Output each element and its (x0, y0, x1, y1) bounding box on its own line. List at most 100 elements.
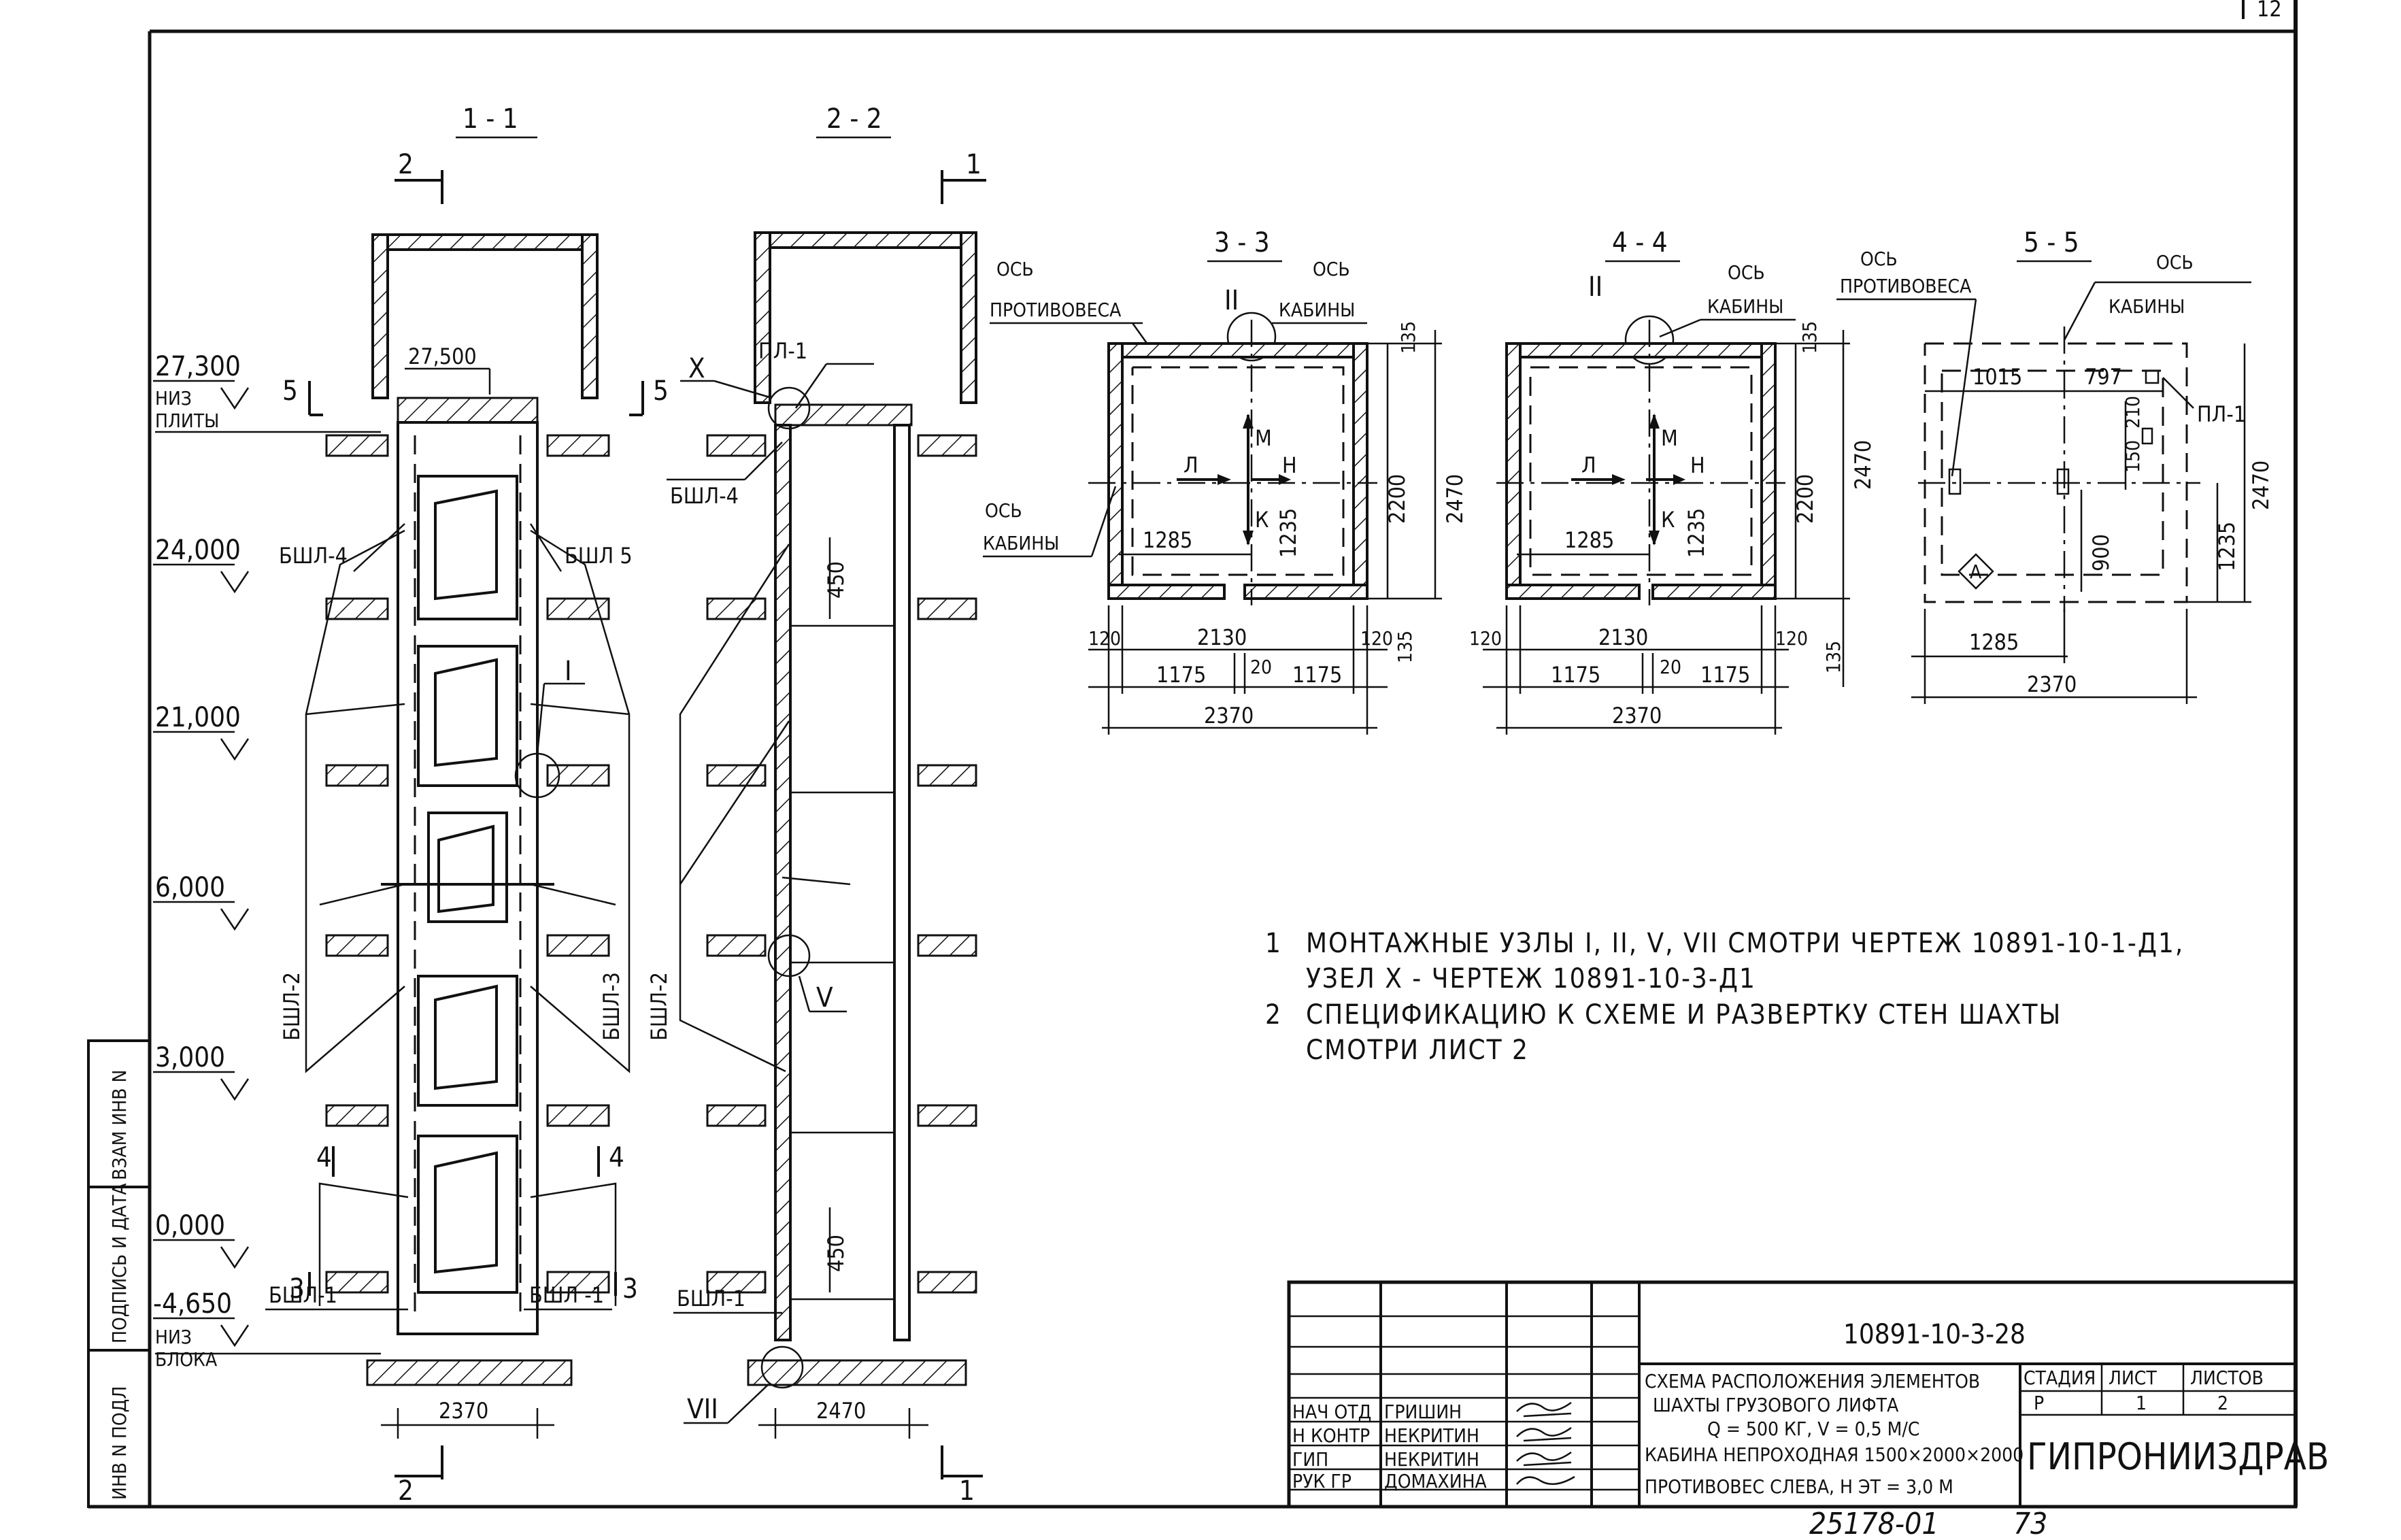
footer: 25178-01 73 (1809, 1507, 2047, 1540)
plan44-mark-M: М (1661, 425, 1678, 451)
note-1-number: 1 (1265, 928, 1282, 959)
plan44-dim-120-left: 120 (1469, 627, 1502, 650)
note-1-line-2: УЗЕЛ X - ЧЕРТЕЖ 10891-10-3-Д1 (1306, 963, 1756, 994)
plan44-mark-K: К (1661, 507, 1675, 533)
floor-slabs-2-2 (706, 434, 977, 1294)
org-name: ГИПРОНИИЗДРАВ (2027, 1435, 2329, 1478)
plan33-dim-1235: 1235 (1275, 508, 1301, 558)
stamp-inv-repl: ВЗАМ ИНВ N (108, 1070, 131, 1180)
plan55-axis-cw-1: ОСЬ (1860, 248, 1898, 270)
plan44-axis-cab-2: КАБИНЫ (1707, 295, 1783, 318)
plan55-axis-cab-2: КАБИНЫ (2109, 295, 2185, 318)
plan33-mark-L: Л (1183, 452, 1198, 478)
plan44-dim-2200: 2200 (1792, 474, 1818, 524)
plan33-axis-cabL-1: ОСЬ (985, 499, 1022, 522)
note-2-number: 2 (1265, 999, 1282, 1031)
note-2-line-1: СПЕЦИФИКАЦИЮ К СХЕМЕ И РАЗВЕРТКУ СТЕН ША… (1306, 999, 2062, 1031)
stamp-sign-date: ПОДПИСЬ И ДАТА (108, 1183, 131, 1343)
level-minus4650: -4,650 (153, 1288, 232, 1320)
plan55-axis-cab-1: ОСЬ (2156, 251, 2194, 273)
node-label-V: V (816, 982, 833, 1014)
plan33-dim-120-left: 120 (1088, 627, 1121, 650)
level-24000: 24,000 (155, 535, 241, 566)
plan44-dim-120-right: 120 (1775, 627, 1808, 650)
level-minus4650-note2: БЛОКА (155, 1348, 218, 1371)
title-line-4: КАБИНА НЕПРОХОДНАЯ 1500×2000×2000 (1645, 1443, 2024, 1466)
cut-mark-3-right: 3 (622, 1273, 638, 1305)
plan55-dim-2470: 2470 (2248, 461, 2274, 510)
plan44-dim-1175-right: 1175 (1700, 662, 1750, 688)
col-sheets: ЛИСТОВ (2190, 1367, 2264, 1389)
label-bsha4-left: БШЛ-4 (279, 543, 348, 569)
plan33-mark-K: К (1255, 507, 1269, 533)
val-stage: Р (2034, 1392, 2044, 1414)
plan-3-3: 3 - 3 ОСЬ ПРОТИВОВЕСА ОСЬ КАБИНЫ II Л М … (983, 227, 1468, 735)
col-sheet: ЛИСТ (2109, 1367, 2157, 1389)
role-3: РУК ГР (1292, 1470, 1351, 1492)
cut-mark-2-top: 2 (398, 149, 414, 180)
label-bsha1-right: БШЛ -1 (529, 1282, 604, 1308)
plan44-dim-2470: 2470 (1850, 440, 1876, 490)
plan44-dim-2130: 2130 (1598, 624, 1648, 650)
label-pl1-section22: ПЛ-1 (758, 338, 807, 364)
col-stage: СТАДИЯ (2024, 1367, 2096, 1389)
plan55-dim-210: 210 (2121, 396, 2144, 429)
page-number: 73 (2013, 1507, 2047, 1540)
node-label-X: X (688, 353, 705, 384)
title-line-2: ШАХТЫ ГРУЗОВОГО ЛИФТА (1653, 1394, 1899, 1416)
dim-2470-section22: 2470 (816, 1398, 866, 1424)
role-name-0: ГРИШИН (1384, 1401, 1462, 1423)
title-line-5: ПРОТИВОВЕС СЛЕВА, Н ЭТ = 3,0 М (1645, 1475, 1953, 1498)
plan33-dim-1175-left: 1175 (1156, 662, 1206, 688)
plan55-dim-1285: 1285 (1969, 629, 2019, 655)
stamp-inv-orig: ИНВ N ПОДЛ (108, 1386, 131, 1500)
section-title-2-2: 2 - 2 (826, 103, 882, 135)
role-1: Н КОНТР (1292, 1424, 1370, 1447)
level-3000: 3,000 (155, 1042, 225, 1073)
plan33-dim-120-right: 120 (1360, 627, 1393, 650)
section-2-2: 2 - 2 1 (646, 103, 986, 1507)
label-pl1-plan55: ПЛ-1 (2197, 401, 2246, 427)
title-line-1: СХЕМА РАСПОЛОЖЕНИЯ ЭЛЕМЕНТОВ (1645, 1370, 1980, 1392)
level-6000: 6,000 (155, 872, 225, 903)
plan44-node-II: II (1588, 271, 1602, 303)
plan33-dim-2470: 2470 (1442, 474, 1468, 524)
role-2: ГИП (1292, 1448, 1328, 1471)
plan33-node-II: II (1224, 285, 1239, 316)
dim-450-upper: 450 (823, 561, 849, 599)
section-1-1: 1 - 1 2 27,500 (265, 103, 669, 1507)
role-name-1: НЕКРИТИН (1384, 1424, 1479, 1447)
cut-mark-4-right: 4 (609, 1142, 624, 1173)
cut-mark-3-left: 3 (289, 1273, 305, 1305)
cut-mark-1-bottom: 1 (959, 1475, 975, 1507)
plan33-dim-2200: 2200 (1384, 474, 1410, 524)
plan44-dim-1175-left: 1175 (1551, 662, 1600, 688)
title-block: 10891-10-3-28 СХЕМА РАСПОЛОЖЕНИЯ ЭЛЕМЕНТ… (1287, 1280, 2329, 1509)
label-bsha2-section22: БШЛ-2 (646, 972, 672, 1041)
plan44-dim-1285: 1285 (1564, 527, 1614, 553)
label-bsha1-left: БШЛ-1 (269, 1282, 337, 1308)
label-bsha3: БШЛ-3 (599, 972, 624, 1041)
level-27300-note1: НИЗ (155, 387, 192, 409)
plan33-axis-cab-2: КАБИНЫ (1279, 299, 1355, 321)
plan55-dim-1015: 1015 (1972, 364, 2022, 390)
signatures (1516, 1401, 1575, 1486)
plan44-dim-135-bot: 135 (1822, 641, 1845, 673)
label-bsha5: БШЛ 5 (565, 543, 633, 569)
cut-mark-2-bottom: 2 (398, 1475, 414, 1507)
val-sheet: 1 (2136, 1392, 2147, 1414)
level-21000: 21,000 (155, 702, 241, 733)
plan33-dim-1285: 1285 (1143, 527, 1192, 553)
node-label-I: I (565, 656, 572, 687)
plan33-dim-2370: 2370 (1204, 703, 1254, 729)
plan33-axis-cab-1: ОСЬ (1313, 258, 1350, 280)
roles-table: НАЧ ОТД ГРИШИН Н КОНТР НЕКРИТИН ГИП НЕКР… (1292, 1401, 1488, 1492)
plan55-dim-2370: 2370 (2027, 671, 2077, 697)
plan33-axis-cabL-2: КАБИНЫ (983, 532, 1059, 554)
plan33-dim-1175-right: 1175 (1292, 662, 1342, 688)
level-27300: 27,300 (155, 351, 241, 382)
dim-2370-section11: 2370 (439, 1398, 488, 1424)
section-title-5-5: 5 - 5 (2024, 227, 2079, 258)
plan33-mark-N: Н (1282, 452, 1297, 478)
